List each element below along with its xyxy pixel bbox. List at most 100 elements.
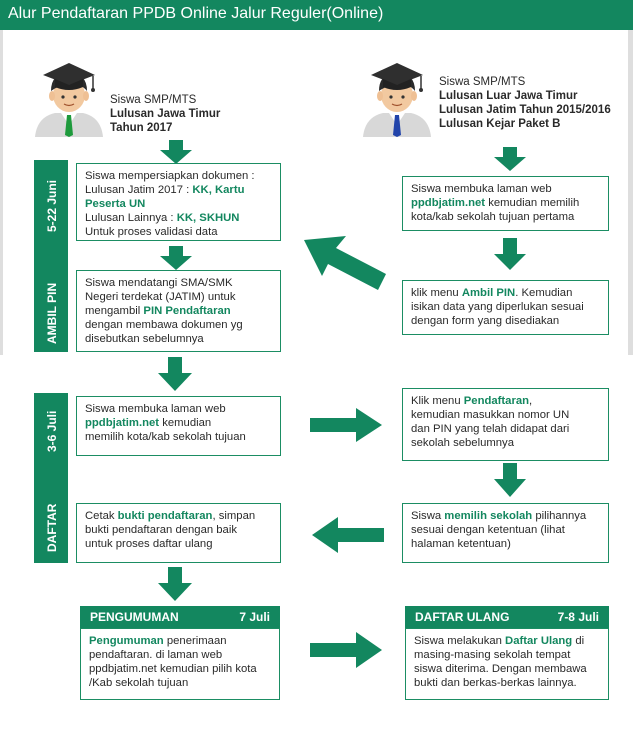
highlight-text: PIN Pendaftaran	[143, 305, 231, 317]
label-stage-ambil-pin: AMBIL PIN	[45, 282, 59, 344]
step-text: bukti dan berkas-berkas lainnya.	[414, 677, 577, 689]
label-stage-daftar: DAFTAR	[45, 503, 59, 552]
step-text: masing-masing sekolah tempat	[414, 649, 571, 661]
step-text: klik menu Ambil PIN. Kemudian	[411, 286, 600, 300]
right-student-line3: Lulusan Jatim Tahun 2015/2016	[439, 104, 611, 116]
step-text: kota/kab sekolah tujuan pertama	[411, 211, 575, 223]
step-text: penerimaan	[163, 635, 227, 647]
step-text: dengan form yang disediakan	[411, 315, 560, 327]
highlight-text: KK, SKHUN	[176, 212, 240, 224]
step-text: /Kab sekolah tujuan	[89, 677, 189, 689]
step-text: Pengumuman penerimaan	[89, 634, 271, 648]
left-student-line1: Siswa SMP/MTS	[110, 94, 197, 106]
step-text: kemudian masukkan nomor UN	[411, 409, 570, 421]
step-text: ppdbjatim.net kemudian pilih kota	[89, 663, 257, 675]
step-text: memilih kota/kab sekolah tujuan	[85, 431, 246, 443]
step-text: . Kemudian	[515, 287, 573, 299]
step-text: halaman ketentuan)	[411, 538, 511, 550]
highlight-text: Peserta UN	[85, 198, 146, 210]
arrow-down-icon	[160, 246, 192, 270]
step-text: Negeri terdekat (JATIM) untuk	[85, 291, 236, 303]
step-text: Cetak	[85, 510, 118, 522]
arrow-right-icon	[310, 408, 382, 442]
arrow-down-icon	[494, 147, 526, 171]
step-text: Siswa memilih sekolah pilihannya	[411, 509, 600, 523]
student-avatar-green-tie-icon	[35, 63, 103, 137]
step-announcement: Pengumuman penerimaan pendaftaran. di la…	[80, 628, 280, 700]
step-text: ppdbjatim.net kemudian	[85, 416, 272, 430]
step-text: Klik menu Pendaftaran,	[411, 394, 600, 408]
step-choose-school: Siswa memilih sekolah pilihannya sesuai …	[402, 503, 609, 563]
highlight-text: Pendaftaran	[463, 395, 530, 407]
arrow-left-icon	[312, 517, 384, 553]
step-click-ambil-pin: klik menu Ambil PIN. Kemudian isikan dat…	[402, 280, 609, 335]
arrow-down-icon	[158, 567, 192, 601]
step-text: Siswa mempersiapkan dokumen :	[85, 170, 255, 182]
highlight-text: Daftar Ulang	[505, 635, 573, 647]
pengumuman-title: PENGUMUMAN	[90, 610, 179, 624]
daftar-ulang-date: 7-8 Juli	[557, 610, 599, 624]
step-text: pendaftaran. di laman web	[89, 649, 223, 661]
pengumuman-title-bar: PENGUMUMAN 7 Juli	[80, 606, 280, 628]
step-text: sekolah sebelumnya	[411, 437, 514, 449]
step-click-pendaftaran: Klik menu Pendaftaran, kemudian masukkan…	[402, 388, 609, 461]
step-text: Siswa melakukan Daftar Ulang di	[414, 634, 600, 648]
step-text: Siswa mendatangi SMA/SMK	[85, 277, 233, 289]
arrow-down-icon	[494, 463, 526, 497]
step-text: dan PIN yang telah didapat dari	[411, 423, 570, 435]
step-text: untuk proses daftar ulang	[85, 538, 213, 550]
step-text: di	[572, 635, 585, 647]
step-text: klik menu	[411, 287, 462, 299]
right-student-description: Siswa SMP/MTS Lulusan Luar Jawa Timur Lu…	[439, 75, 611, 131]
sidebar-daftar	[34, 393, 68, 563]
step-text: , simpan	[212, 510, 256, 522]
highlight-text: Ambil PIN	[461, 287, 516, 299]
step-text: siswa diterima. Dengan membawa	[414, 663, 587, 675]
left-student-line3: Tahun 2017	[110, 122, 173, 134]
page-header: Alur Pendaftaran PPDB Online Jalur Regul…	[0, 0, 633, 30]
step-text: ,	[529, 395, 533, 407]
highlight-text: bukti pendaftaran	[117, 510, 213, 522]
label-date-daftar: 3-6 Juli	[45, 410, 59, 452]
step-get-pin: Siswa mendatangi SMA/SMK Negeri terdekat…	[76, 270, 281, 352]
step-text: Klik menu	[411, 395, 464, 407]
step-text: Lulusan Jatim 2017 :	[85, 184, 193, 196]
arrow-right-icon	[310, 632, 382, 668]
left-student-line2: Lulusan Jawa Timur	[110, 108, 221, 120]
step-text: Siswa melakukan	[414, 635, 506, 647]
step-text: mengambil	[85, 305, 144, 317]
step-text: disebutkan sebelumnya	[85, 333, 204, 345]
left-student-description: Siswa SMP/MTS Lulusan Jawa Timur Tahun 2…	[110, 93, 220, 135]
step-text: ppdbjatim.net kemudian memilih	[411, 196, 600, 210]
step-re-registration: Siswa melakukan Daftar Ulang di masing-m…	[405, 628, 609, 700]
step-text: Lulusan Lainnya :	[85, 212, 177, 224]
step-open-website-out-of-province: Siswa membuka laman web ppdbjatim.net ke…	[402, 176, 609, 231]
step-text: isikan data yang diperlukan sesuai	[411, 301, 584, 313]
arrow-down-icon	[494, 238, 526, 270]
step-open-website: Siswa membuka laman web ppdbjatim.net ke…	[76, 396, 281, 456]
step-text: Siswa	[411, 510, 445, 522]
step-text: kemudian	[159, 417, 212, 429]
arrow-diagonal-up-left-icon	[304, 236, 386, 290]
step-prepare-documents: Siswa mempersiapkan dokumen : Lulusan Ja…	[76, 163, 281, 241]
highlight-text: Pengumuman	[89, 635, 164, 647]
step-text: Lulusan Jatim 2017 : KK, Kartu	[85, 183, 272, 197]
website-link[interactable]: ppdbjatim.net	[411, 197, 486, 209]
step-text: Siswa membuka laman web	[85, 403, 226, 415]
right-student-line4: Lulusan Kejar Paket B	[439, 118, 561, 130]
step-text: kemudian memilih	[485, 197, 580, 209]
step-text: sesuai dengan ketentuan (lihat	[411, 524, 565, 536]
daftar-ulang-title-bar: DAFTAR ULANG 7-8 Juli	[405, 606, 609, 628]
right-edge-shade	[628, 30, 633, 355]
step-text: Siswa membuka laman web	[411, 183, 552, 195]
step-print-proof: Cetak bukti pendaftaran, simpan bukti pe…	[76, 503, 281, 563]
step-text: bukti pendaftaran dengan baik	[85, 524, 238, 536]
step-text: Cetak bukti pendaftaran, simpan	[85, 509, 272, 523]
highlight-text: memilih sekolah	[444, 510, 533, 522]
left-edge-shade	[0, 30, 3, 355]
step-text: Lulusan Lainnya : KK, SKHUN	[85, 211, 272, 225]
right-student-line2: Lulusan Luar Jawa Timur	[439, 90, 578, 102]
website-link[interactable]: ppdbjatim.net	[85, 417, 160, 429]
step-text: dengan membawa dokumen yg	[85, 319, 243, 331]
step-text: Untuk proses validasi data	[85, 226, 218, 238]
